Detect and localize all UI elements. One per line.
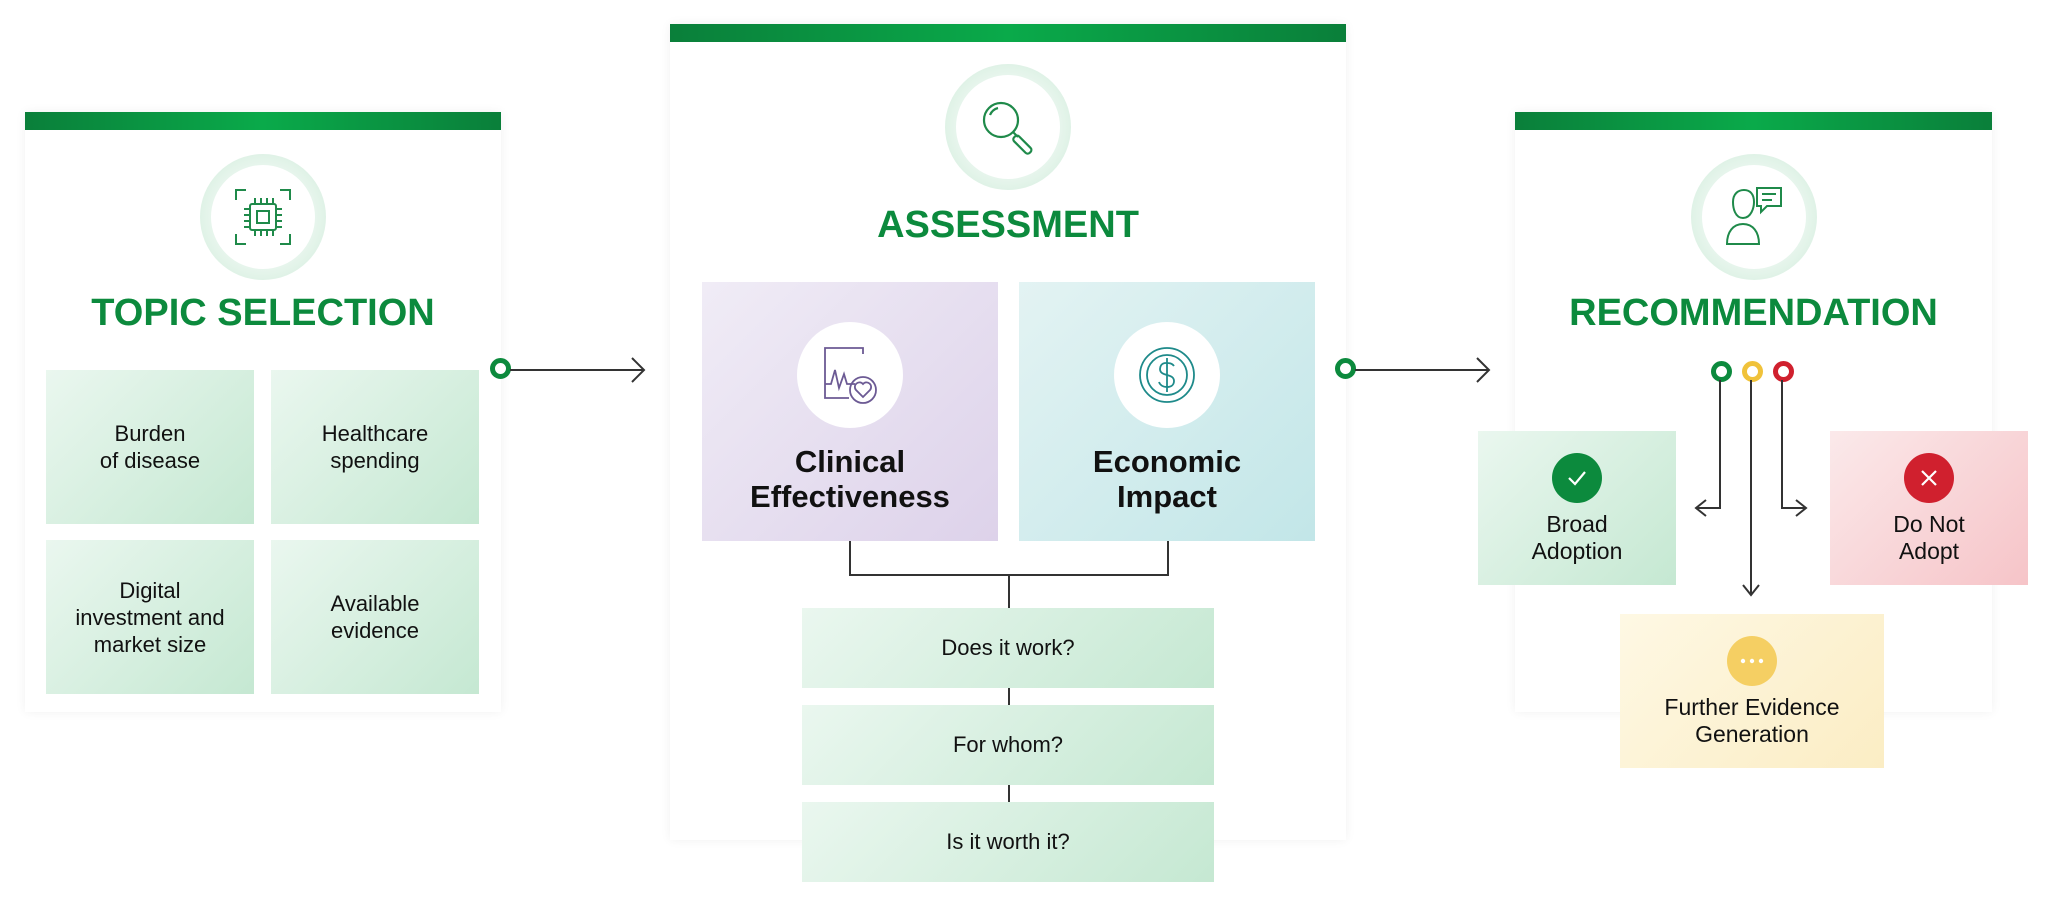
further-evidence-badge — [1727, 636, 1777, 686]
clinical-effectiveness-tile: Clinical Effectiveness — [702, 282, 998, 541]
recommendation-panel: RECOMMENDATION — [1515, 112, 1992, 712]
economic-impact-tile: Economic Impact — [1019, 282, 1315, 541]
connector-dot-green — [1711, 361, 1732, 382]
panel-top-bar — [670, 24, 1346, 42]
tile-label: Available evidence — [330, 591, 420, 643]
tile-label: Burden of disease — [99, 421, 201, 473]
broad-adoption-label: Broad Adoption — [1531, 511, 1623, 564]
clinical-effectiveness-title: Clinical Effectiveness — [750, 444, 950, 514]
clinical-icon-badge — [797, 322, 903, 428]
dollar-coin-icon — [1139, 347, 1195, 403]
question-does-it-work: Does it work? — [802, 608, 1214, 688]
question-label: Is it worth it? — [946, 829, 1070, 854]
chip-icon — [235, 189, 291, 245]
broad-adoption-badge — [1552, 453, 1602, 503]
assessment-icon-badge — [945, 64, 1071, 190]
panel-top-bar — [1515, 112, 1992, 130]
recommendation-title: RECOMMENDATION — [1569, 292, 1938, 334]
assessment-title: ASSESSMENT — [877, 204, 1139, 246]
connector-dot — [490, 358, 511, 379]
question-is-it-worth-it: Is it worth it? — [802, 802, 1214, 882]
economic-impact-title: Economic Impact — [1092, 444, 1242, 514]
outcome-connectors — [1694, 380, 1808, 597]
economic-icon-badge — [1114, 322, 1220, 428]
tree-connector — [849, 541, 1169, 802]
check-icon — [1568, 471, 1586, 486]
topic-selection-panel: TOPIC SELECTION Burden of disease Health… — [25, 112, 501, 712]
connector-dot — [1335, 358, 1356, 379]
tile-burden-of-disease: Burden of disease — [46, 370, 254, 524]
do-not-adopt-badge — [1904, 453, 1954, 503]
tile-label: Healthcare spending — [321, 421, 429, 473]
further-evidence-tile: Further Evidence Generation — [1620, 614, 1884, 768]
arrow-connector-1 — [510, 357, 646, 383]
connector-dot-yellow — [1742, 361, 1763, 382]
recommendation-icon-badge — [1691, 154, 1817, 280]
do-not-adopt-tile: Do Not Adopt — [1830, 431, 2028, 585]
close-icon — [1921, 470, 1937, 486]
connector-dot-red — [1773, 361, 1794, 382]
tile-healthcare-spending: Healthcare spending — [271, 370, 479, 524]
tile-label: Digital investment and market size — [75, 577, 225, 657]
do-not-adopt-label: Do Not Adopt — [1893, 511, 1965, 564]
question-label: Does it work? — [941, 635, 1075, 660]
person-speech-icon — [1725, 187, 1782, 245]
arrow-connector-2 — [1355, 357, 1491, 383]
broad-adoption-tile: Broad Adoption — [1478, 431, 1676, 585]
tile-digital-investment: Digital investment and market size — [46, 540, 254, 694]
ellipsis-icon — [1740, 658, 1764, 664]
question-label: For whom? — [952, 732, 1064, 757]
topic-icon-badge — [200, 154, 326, 280]
magnifier-icon — [982, 101, 1033, 155]
further-evidence-label: Further Evidence Generation — [1664, 694, 1840, 747]
tile-available-evidence: Available evidence — [271, 540, 479, 694]
question-for-whom: For whom? — [802, 705, 1214, 785]
panel-top-bar — [25, 112, 501, 130]
topic-selection-title: TOPIC SELECTION — [91, 292, 435, 334]
heart-chart-icon — [824, 347, 877, 404]
